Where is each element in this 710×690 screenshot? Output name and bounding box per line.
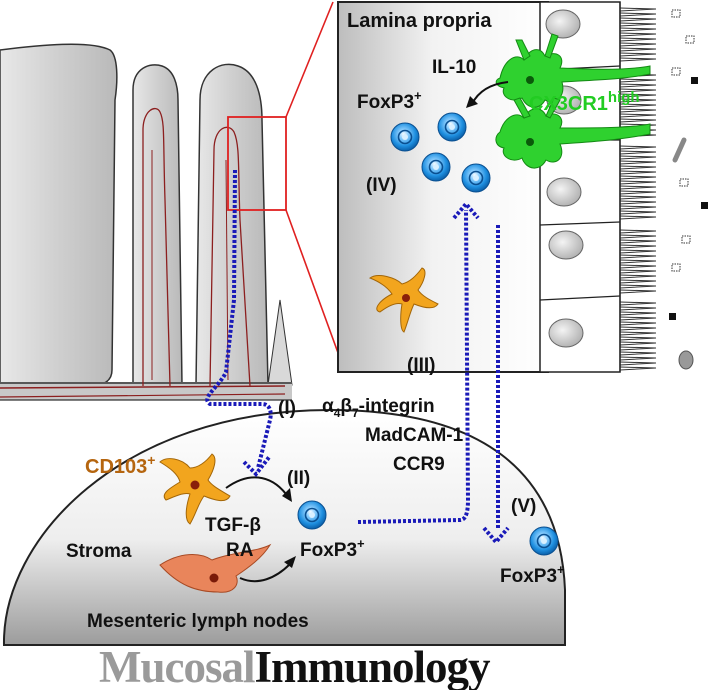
label-lamina-propria: Lamina propria [347, 10, 492, 32]
vessel-left [0, 385, 286, 389]
label-step-iv: (IV) [366, 175, 397, 196]
path-ii [357, 209, 471, 524]
label-step-ii: (II) [287, 468, 310, 489]
label-foxp3-top: FoxP3+ [357, 88, 422, 113]
label-madcam: MadCAM-1 [365, 425, 464, 446]
label-step-iii: (III) [407, 355, 436, 376]
label-step-v: (V) [511, 496, 536, 517]
label-il10: IL-10 [432, 57, 476, 78]
label-cd103: CD103+ [85, 452, 155, 478]
label-mesenteric: Mesenteric lymph nodes [87, 611, 309, 632]
vessel-right-inner [225, 159, 229, 381]
cx3cr1-cell-top-nucleus [526, 76, 534, 84]
vessel-mid [142, 107, 171, 387]
villus-far-right [267, 299, 293, 386]
cx3cr1-cell-bottom-nucleus [526, 138, 534, 146]
label-ra: RA [226, 540, 254, 561]
path-i [205, 169, 273, 469]
circulating-treg [529, 526, 559, 556]
zoom-box [227, 116, 287, 211]
villus-right [195, 63, 269, 386]
mln-treg [297, 500, 327, 530]
tgf-arrow [225, 476, 287, 495]
stroma-cell [159, 543, 272, 593]
label-cx3cr1: CX3CR1high [529, 89, 640, 115]
journal-logo: MucosalImmunology [99, 642, 491, 690]
lp-dendritic-cell [368, 267, 439, 333]
vessel-right [209, 126, 251, 387]
vessel-left-2 [0, 393, 286, 398]
label-ccr9: CCR9 [393, 454, 445, 475]
label-foxp3-mid: FoxP3+ [300, 536, 365, 561]
villus-middle [132, 64, 183, 386]
microvilli [619, 7, 657, 371]
luminal-microbes [669, 9, 708, 370]
cx3cr1-cell-bottom [495, 97, 651, 169]
label-integrin: α4β7-integrin [322, 396, 435, 420]
villus-left [0, 43, 118, 386]
label-tgfb: TGF-β [205, 515, 261, 536]
cx3cr1-cell-top [495, 33, 651, 108]
migration-arrowheads [242, 200, 510, 546]
label-foxp3-right: FoxP3+ [500, 562, 565, 587]
label-step-i: (I) [278, 398, 296, 419]
ra-arrow [239, 563, 291, 583]
label-stroma: Stroma [66, 541, 132, 562]
migration-paths [205, 169, 500, 530]
mln-dome [2, 408, 566, 646]
cd103-dendritic-cell [159, 453, 231, 525]
villi-group [0, 1, 346, 401]
